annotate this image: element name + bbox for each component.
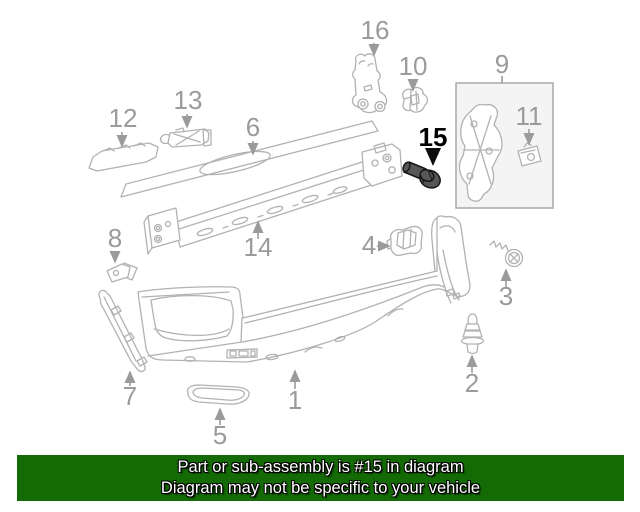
part-5-finish-pad [186, 384, 250, 405]
part-label-9[interactable]: 9 [495, 49, 509, 79]
part-label-11[interactable]: 11 [516, 101, 543, 131]
part-3-screw [489, 240, 524, 268]
part-labels: 1 2 3 4 5 6 7 8 9 10 11 12 13 14 15 16 [108, 15, 543, 450]
part-4-grommet [386, 225, 423, 257]
part-label-6[interactable]: 6 [246, 112, 260, 142]
part-label-13[interactable]: 13 [174, 85, 203, 115]
part-13-side-support [159, 127, 212, 148]
part-label-12[interactable]: 12 [109, 103, 138, 133]
part-label-5[interactable]: 5 [213, 420, 227, 450]
part-label-15-highlighted[interactable]: 15 [419, 122, 448, 152]
vehicle-note-banner: Part or sub-assembly is #15 in diagram D… [17, 455, 624, 501]
part-10-sensor [402, 86, 429, 113]
part-8-clip [106, 262, 138, 283]
part-label-4[interactable]: 4 [362, 230, 376, 260]
part-2-retainer-clip [460, 313, 485, 355]
part-15-bolt-highlighted [402, 161, 441, 189]
part-label-3[interactable]: 3 [499, 281, 513, 311]
part-label-1[interactable]: 1 [288, 385, 302, 415]
part-label-7[interactable]: 7 [123, 381, 137, 411]
part-label-8[interactable]: 8 [108, 223, 122, 253]
part-label-14[interactable]: 14 [244, 232, 273, 262]
part-1-bumper-cover [137, 215, 471, 363]
part-14-reinforcement-bar [143, 142, 403, 255]
banner-line-1: Part or sub-assembly is #15 in diagram [177, 458, 464, 476]
part-label-2[interactable]: 2 [465, 368, 479, 398]
banner-line-2: Diagram may not be specific to your vehi… [160, 479, 481, 497]
part-6-step-pad [120, 120, 379, 198]
leader-arrows [109, 43, 535, 425]
part-12-side-support [88, 142, 159, 172]
part-7-trim-strip [98, 289, 148, 373]
part-label-10[interactable]: 10 [399, 51, 428, 81]
part-16-bracket [351, 53, 388, 114]
part-label-16[interactable]: 16 [361, 15, 390, 45]
